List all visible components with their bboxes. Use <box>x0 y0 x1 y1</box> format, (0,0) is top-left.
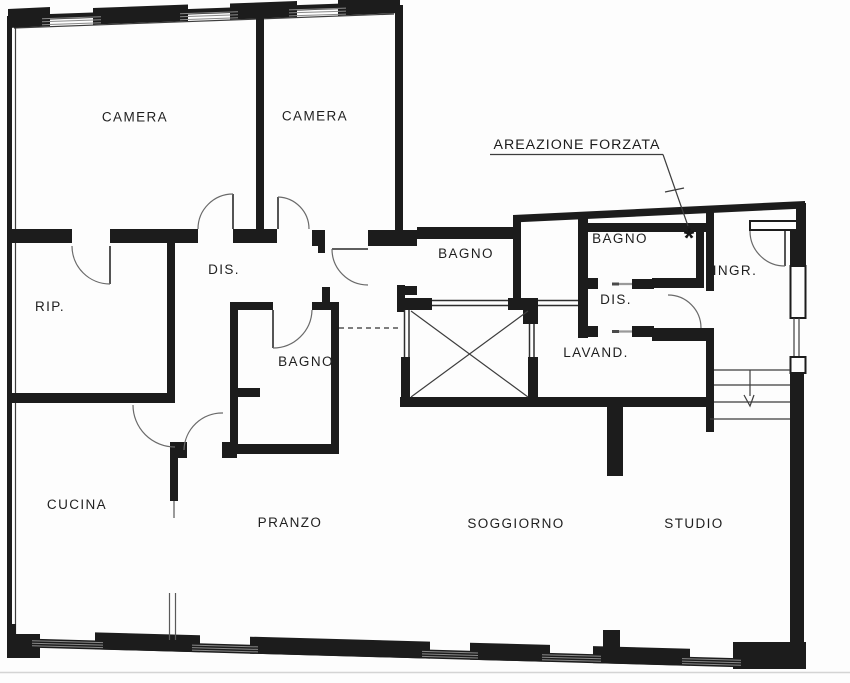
room-label-lavanderia: LAVAND. <box>563 345 629 360</box>
elevator-shaft <box>403 299 578 398</box>
room-label-cucina: CUCINA <box>47 497 107 512</box>
room-label-pranzo: PRANZO <box>258 515 323 530</box>
sliding-doors <box>612 279 654 337</box>
outer-walls <box>7 0 807 669</box>
room-label-soggiorno: SOGGIORNO <box>467 516 564 531</box>
room-label-ingresso: INGR. <box>713 263 758 278</box>
room-label-bagno-right: BAGNO <box>592 231 648 246</box>
interior-walls <box>12 6 714 501</box>
room-label-camera-1: CAMERA <box>102 110 168 125</box>
room-label-bagno-center: BAGNO <box>438 246 494 261</box>
window-sill-lines <box>31 7 742 666</box>
door-swings <box>71 193 798 451</box>
room-label-camera-2: CAMERA <box>282 109 348 124</box>
faint-lines <box>0 501 850 674</box>
room-label-ripostiglio: RIP. <box>35 299 65 314</box>
stairs-direction-arrow-icon <box>743 370 755 408</box>
annotation-tick <box>664 187 685 193</box>
room-label-studio: STUDIO <box>664 516 723 531</box>
stairs <box>710 369 790 420</box>
entrance-lintel <box>749 220 798 231</box>
annotation-areazione-forzata: AREAZIONE FORZATA * <box>490 137 695 253</box>
room-label-disimpegno-left: DIS. <box>208 262 240 277</box>
asterisk-marker: * <box>684 223 695 253</box>
room-labels: CAMERA CAMERA RIP. DIS. BAGNO BAGNO BAGN… <box>35 109 758 532</box>
shaft-cross-icon <box>410 310 529 398</box>
room-label-disimpegno-right: DIS. <box>600 292 632 307</box>
room-label-bagno-left: BAGNO <box>278 354 334 369</box>
annotation-text: AREAZIONE FORZATA <box>493 137 660 153</box>
